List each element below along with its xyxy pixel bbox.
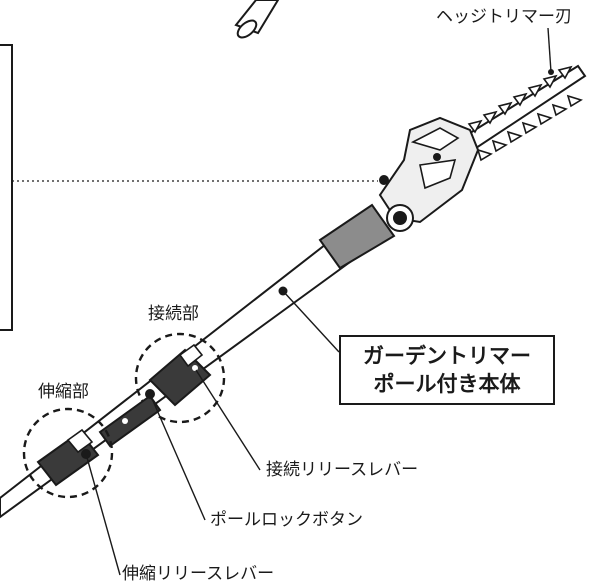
connection-assembly — [148, 343, 212, 407]
telescope-highlight-circle — [22, 407, 114, 499]
telescoping-assembly — [36, 428, 100, 487]
main-body-label-box: ガーデントリマー ポール付き本体 — [339, 335, 555, 405]
main-body-line1: ガーデントリマー — [363, 344, 531, 368]
pole-lock-button-label: ポールロックボタン — [210, 510, 363, 530]
connection-label: 接続部 — [148, 304, 199, 324]
telescope-release-lever-label: 伸縮リリースレバー — [122, 564, 275, 584]
leader-blade — [547, 27, 552, 73]
main-body-line2: ポール付き本体 — [373, 372, 521, 396]
connection-highlight-circle — [134, 332, 226, 424]
telescope-label: 伸縮部 — [38, 382, 89, 402]
connection-release-lever-label: 接続リリースレバー — [266, 460, 419, 480]
main-body-pointer-dot — [278, 286, 288, 296]
hedge-blade — [460, 64, 587, 162]
leader-pole-lock — [149, 393, 206, 521]
motor-head — [378, 116, 480, 232]
leader-telescope-lever — [85, 453, 121, 576]
blade-label: ヘッジトリマー刃 — [436, 7, 572, 27]
upper-pole-fragment — [234, 0, 280, 39]
frame-edge — [0, 44, 13, 331]
leader-main-body — [282, 290, 340, 353]
leader-connect-lever — [195, 369, 261, 471]
